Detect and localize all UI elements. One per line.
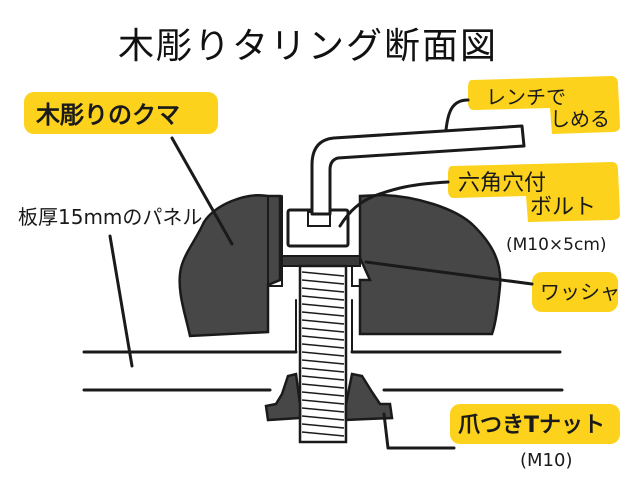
washer-label: ワッシャ [540, 280, 620, 304]
bolt-leader-line [338, 180, 450, 228]
panel-leader-line [108, 234, 134, 368]
bolt-label-line1: 六角穴付 [458, 171, 546, 196]
tnut-left-claw [264, 372, 302, 422]
wrench-label-line1: レンチで [486, 85, 566, 109]
tnut-spec-label: (M10) [520, 450, 572, 471]
bear-leader-line [170, 136, 234, 246]
tnut-right-claw [344, 372, 394, 422]
diagram-title: 木彫りタリング断面図 [118, 26, 498, 67]
tnut-leader-line [382, 412, 456, 450]
bear-label: 木彫りのクマ [35, 101, 180, 129]
wrench-label-highlight [468, 76, 620, 134]
washer-label-highlight [532, 272, 618, 312]
bear-carving-right [358, 193, 502, 336]
wrench-label-line2: しめる [550, 107, 610, 131]
wrench-leader-line [444, 98, 470, 132]
panel-label: 板厚15mmのパネル [18, 205, 202, 229]
hex-wrench [310, 124, 526, 216]
washer-leader-line [364, 260, 534, 286]
bear-cavity-left [267, 195, 283, 287]
tnut-label-highlight [450, 404, 620, 444]
washer [281, 255, 361, 267]
bolt-threads [301, 271, 345, 437]
bolt-spec-label: (M10×5cm) [506, 235, 607, 255]
tnut-label: 爪つきTナット [458, 413, 605, 438]
bear-label-highlight [24, 92, 218, 134]
bear-carving-left [178, 194, 282, 338]
bolt-label-line2: ボルト [530, 195, 596, 220]
bolt-label-highlight [448, 162, 620, 222]
